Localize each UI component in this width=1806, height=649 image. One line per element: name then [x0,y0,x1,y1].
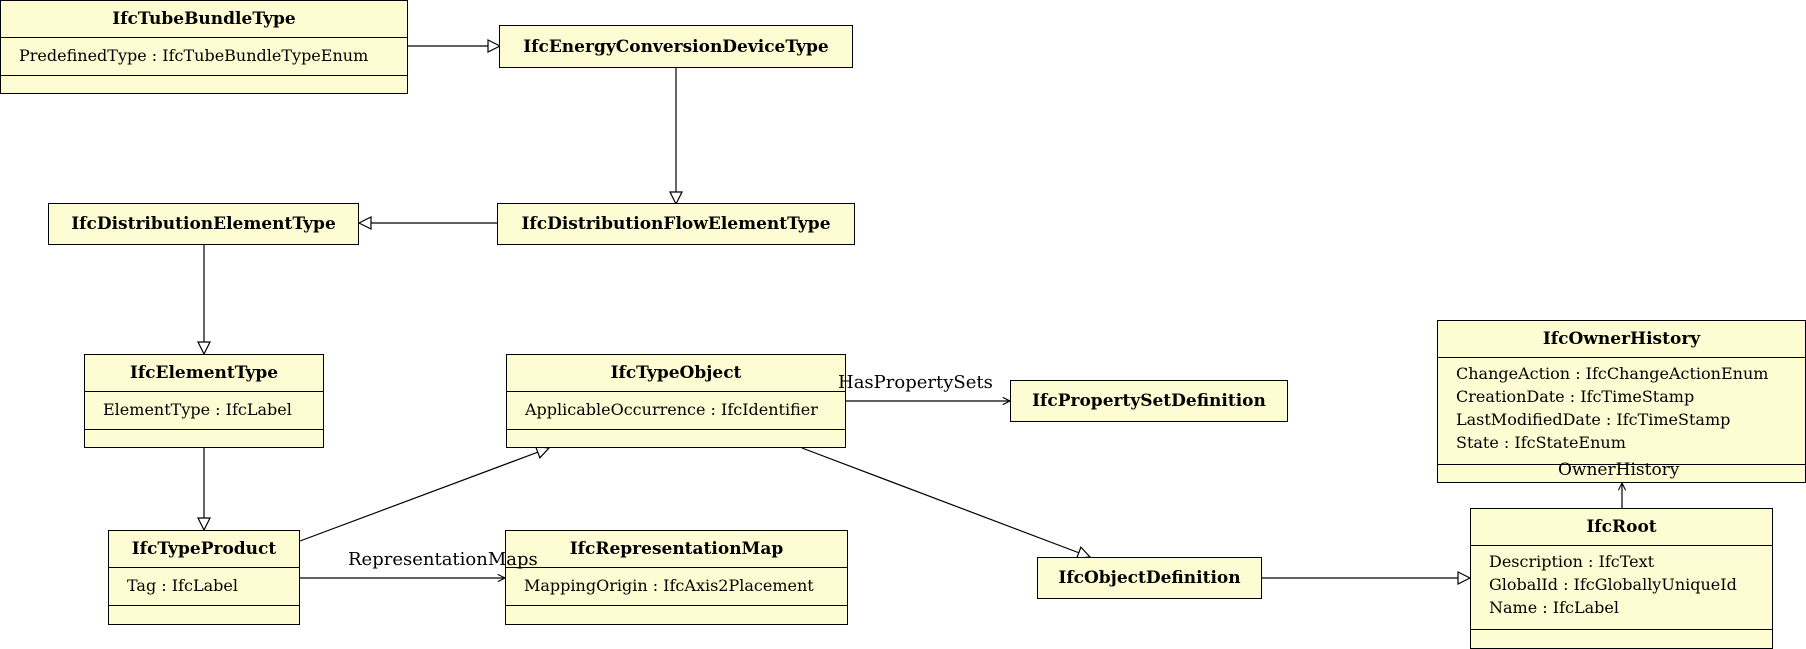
attribute: LastModifiedDate : IfcTimeStamp [1456,410,1731,429]
class-ifc-representation-map: IfcRepresentationMap MappingOrigin : Ifc… [505,530,848,625]
attribute-section: Description : IfcText GlobalId : IfcGlob… [1471,545,1772,629]
class-name: IfcObjectDefinition [1058,568,1241,588]
class-name: IfcPropertySetDefinition [1032,391,1266,411]
attribute: GlobalId : IfcGloballyUniqueId [1489,575,1737,594]
attribute: State : IfcStateEnum [1456,433,1626,452]
operation-section [85,429,323,447]
attribute-section: ApplicableOccurrence : IfcIdentifier [507,391,845,429]
operation-section [506,605,847,624]
class-name: IfcTypeObject [610,363,742,383]
operation-section [1,75,407,93]
class-name: IfcDistributionFlowElementType [521,214,831,234]
class-ifc-element-type: IfcElementType ElementType : IfcLabel [84,354,324,448]
attribute: CreationDate : IfcTimeStamp [1456,387,1695,406]
label-has-property-sets: HasPropertySets [838,372,993,393]
attribute-section: ChangeAction : IfcChangeActionEnum Creat… [1438,357,1805,464]
operation-section [1438,464,1805,482]
class-ifc-owner-history: IfcOwnerHistory ChangeAction : IfcChange… [1437,320,1806,483]
attribute: Name : IfcLabel [1489,598,1619,617]
class-name: IfcRepresentationMap [569,539,784,559]
class-name: IfcDistributionElementType [71,214,336,234]
class-ifc-energy-conversion-device-type: IfcEnergyConversionDeviceType [499,25,853,68]
class-name: IfcTypeProduct [131,539,277,559]
attribute-section: PredefinedType : IfcTubeBundleTypeEnum [1,37,407,75]
attribute: ChangeAction : IfcChangeActionEnum [1456,364,1769,383]
class-name: IfcEnergyConversionDeviceType [523,36,829,57]
label-owner-history: OwnerHistory [1558,460,1680,480]
edge-typeobject-to-objectdefinition [801,447,1090,557]
class-name: IfcElementType [129,363,279,383]
attribute: MappingOrigin : IfcAxis2Placement [524,576,814,595]
attribute: ElementType : IfcLabel [103,400,292,419]
attribute: Tag : IfcLabel [127,576,238,595]
attribute-section: MappingOrigin : IfcAxis2Placement [506,567,847,605]
attribute: PredefinedType : IfcTubeBundleTypeEnum [19,46,369,65]
operation-section [507,429,845,447]
operation-section [1471,629,1772,648]
attribute-section: ElementType : IfcLabel [85,391,323,429]
class-ifc-distribution-element-type: IfcDistributionElementType [48,203,359,245]
operation-section [109,605,299,624]
class-ifc-property-set-definition: IfcPropertySetDefinition [1010,380,1288,422]
class-ifc-tube-bundle-type: IfcTubeBundleType PredefinedType : IfcTu… [0,0,408,94]
class-ifc-type-object: IfcTypeObject ApplicableOccurrence : Ifc… [506,354,846,448]
attribute-section: Tag : IfcLabel [109,567,299,605]
class-ifc-distribution-flow-element-type: IfcDistributionFlowElementType [497,203,855,245]
class-ifc-root: IfcRoot Description : IfcText GlobalId :… [1470,508,1773,649]
class-ifc-type-product: IfcTypeProduct Tag : IfcLabel [108,530,300,625]
edge-typeproduct-to-typeobject [299,448,549,542]
class-name: IfcOwnerHistory [1542,329,1701,349]
class-name: IfcTubeBundleType [112,9,296,29]
class-name: IfcRoot [1586,517,1657,537]
attribute: Description : IfcText [1489,552,1655,571]
class-ifc-object-definition: IfcObjectDefinition [1037,557,1262,599]
attribute: ApplicableOccurrence : IfcIdentifier [525,400,818,419]
label-representation-maps: RepresentationMaps [348,549,538,570]
